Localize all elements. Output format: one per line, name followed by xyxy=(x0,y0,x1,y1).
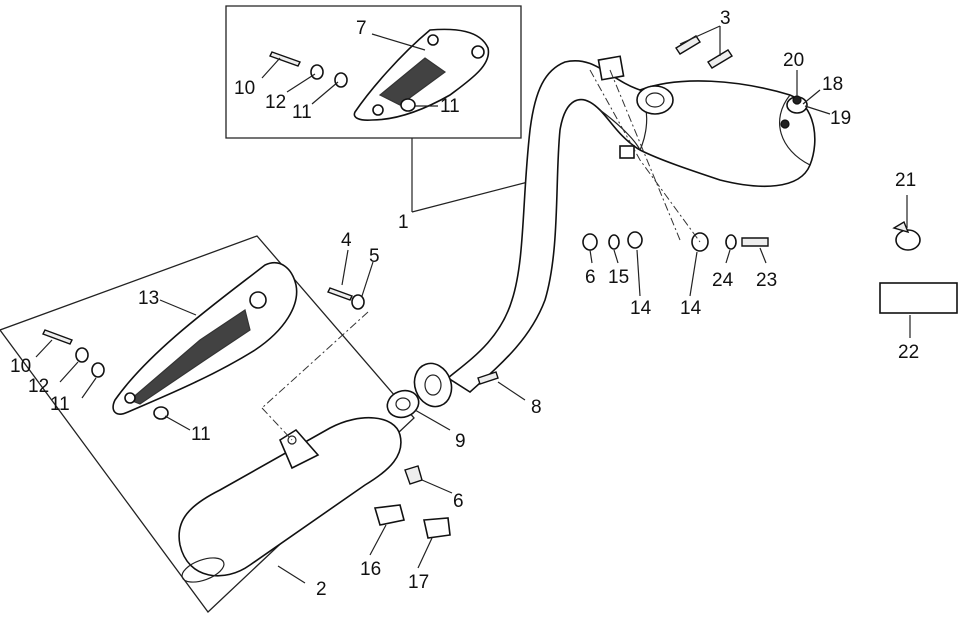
callout-17: 17 xyxy=(408,572,429,593)
washer-11-lower xyxy=(91,362,105,378)
callout-12-top: 12 xyxy=(265,92,286,113)
callout-11-top-b: 11 xyxy=(440,96,460,117)
muffler xyxy=(178,416,402,583)
bolt-4 xyxy=(327,287,353,301)
callout-11-lower-b: 11 xyxy=(191,424,211,445)
callout-14b: 14 xyxy=(680,298,702,319)
washer-5 xyxy=(351,294,365,310)
callout-11-lower: 11 xyxy=(50,394,70,415)
bolt-23 xyxy=(741,237,769,247)
nut-6-upper xyxy=(582,233,598,251)
top-subassembly-frame xyxy=(225,5,522,139)
washer-24 xyxy=(725,234,737,250)
callout-6-lower: 6 xyxy=(453,491,464,512)
callout-3: 3 xyxy=(720,8,731,29)
callout-7: 7 xyxy=(356,18,367,39)
screw-10-lower xyxy=(42,329,73,345)
washer-15 xyxy=(608,234,620,250)
callout-9: 9 xyxy=(455,431,466,452)
gasket-9 xyxy=(386,389,420,419)
callout-16: 16 xyxy=(360,559,381,580)
bushing-17 xyxy=(423,517,451,539)
callout-22: 22 xyxy=(898,342,919,363)
heat-shield-top xyxy=(353,28,490,121)
callout-24: 24 xyxy=(712,270,734,291)
callout-5: 5 xyxy=(369,246,380,267)
lower-subassembly-frame xyxy=(0,235,415,613)
callout-10-lower: 10 xyxy=(10,356,31,377)
callout-19: 19 xyxy=(830,108,851,129)
washer-11-top-b xyxy=(400,98,416,112)
bolt-3a xyxy=(675,35,701,55)
callout-20: 20 xyxy=(783,50,804,71)
exhaust-pipe xyxy=(446,60,816,394)
label-plate-22 xyxy=(879,282,958,314)
washer-11-top xyxy=(334,72,348,88)
callout-6-upper: 6 xyxy=(585,267,596,288)
pipe-outlet-flange xyxy=(413,362,453,408)
washer-12-lower xyxy=(75,347,89,363)
heat-shield-muffler xyxy=(112,261,298,415)
bolt-8 xyxy=(477,371,499,385)
callout-1: 1 xyxy=(398,212,409,233)
callout-8: 8 xyxy=(531,397,542,418)
bolt-3b xyxy=(707,49,733,69)
bushing-16 xyxy=(373,504,405,526)
manifold-flange xyxy=(636,85,674,115)
bushing-14a xyxy=(627,231,643,249)
washer-11-lower-b xyxy=(153,406,169,420)
screw-10-top xyxy=(269,51,301,67)
callout-2: 2 xyxy=(316,579,327,600)
callout-11-top: 11 xyxy=(292,102,312,123)
callout-15: 15 xyxy=(608,267,629,288)
callout-13: 13 xyxy=(138,288,159,309)
washer-12-top xyxy=(310,64,324,80)
nut-6-lower xyxy=(404,465,423,485)
callout-18: 18 xyxy=(822,74,843,95)
callout-14a: 14 xyxy=(630,298,652,319)
clamp-21 xyxy=(895,229,921,251)
callout-23: 23 xyxy=(756,270,777,291)
callout-10-top: 10 xyxy=(234,78,255,99)
callout-4: 4 xyxy=(341,230,352,251)
callout-12-lower: 12 xyxy=(28,376,49,397)
callout-21: 21 xyxy=(895,170,916,191)
